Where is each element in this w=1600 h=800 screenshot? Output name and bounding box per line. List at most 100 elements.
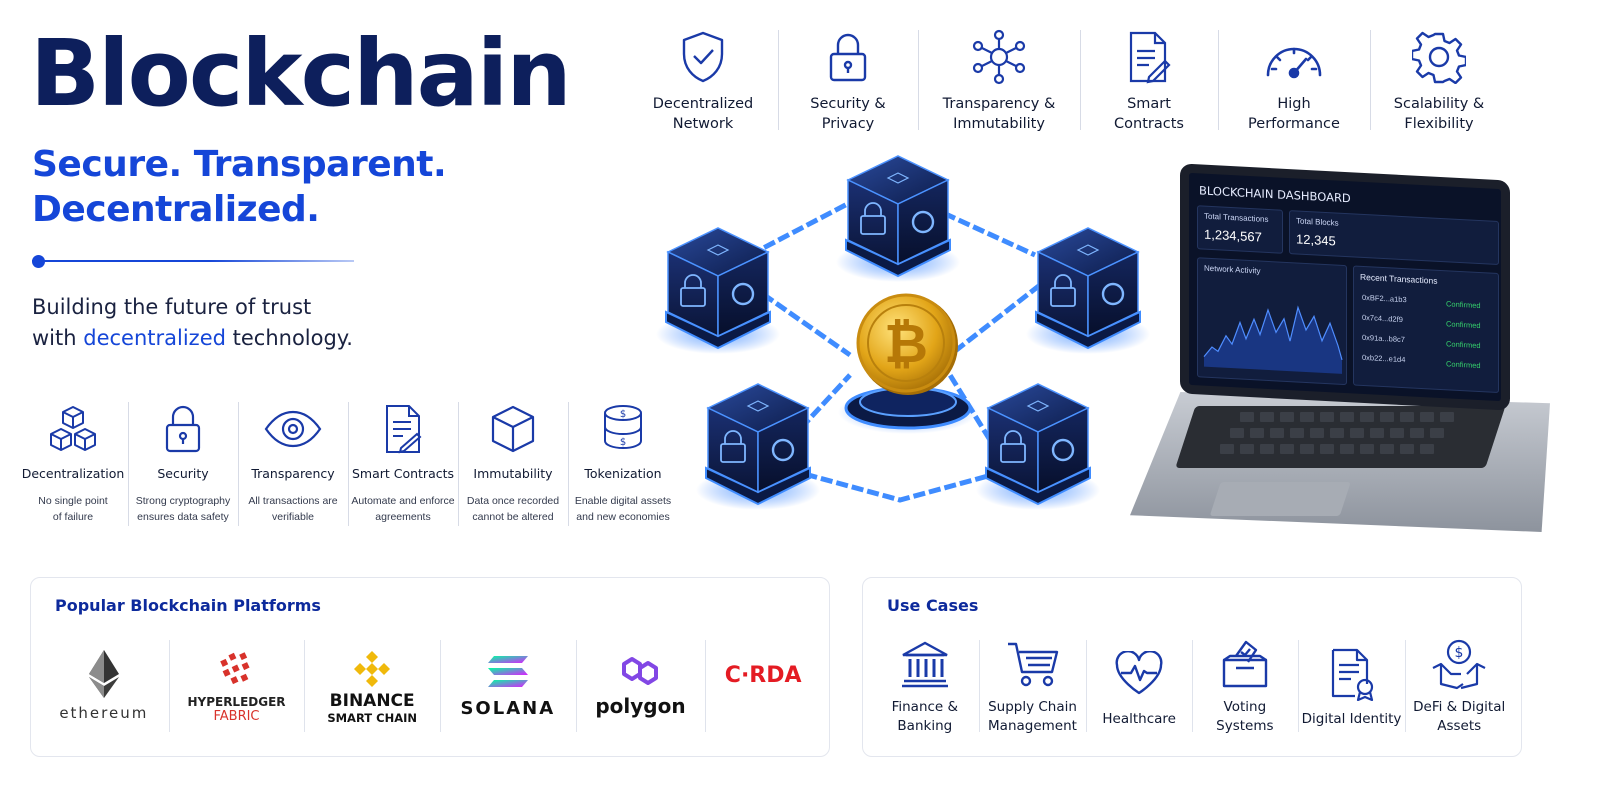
platforms-title: Popular Blockchain Platforms <box>55 596 321 615</box>
feature-desc-line1: Data once recorded <box>466 495 560 507</box>
use-case-label: Healthcare <box>1102 710 1176 729</box>
hero-divider <box>32 260 354 262</box>
svg-text:$: $ <box>620 409 626 420</box>
use-case-healthcare[interactable]: Healthcare <box>1086 636 1192 736</box>
coin-stack-icon: $ $ <box>568 400 678 458</box>
recent-transactions-card: Recent Transactions 0xBF2...a1b3 Confirm… <box>1353 265 1499 394</box>
platform-hyperledger[interactable]: HYPERLEDGER FABRIC <box>168 636 305 736</box>
top-feature-transparency-immutability: Transparency &Immutability <box>918 22 1080 142</box>
label-line2: Management <box>988 718 1077 734</box>
label-line1: Digital Identity <box>1301 710 1402 727</box>
gear-icon <box>1370 22 1508 92</box>
label-line1: DeFi & Digital <box>1413 699 1506 715</box>
speedometer-icon <box>1218 22 1370 92</box>
label-line1: Finance & <box>891 699 959 715</box>
chain-link <box>748 197 857 258</box>
binance-logo <box>354 651 391 687</box>
feature-title: Decentralization <box>21 466 125 481</box>
hero-subtitle: Secure. Transparent. Decentralized. <box>32 142 447 232</box>
polygon-logo <box>622 657 659 685</box>
label-line1: Supply Chain <box>988 699 1077 715</box>
shield-check-icon <box>628 22 778 92</box>
laptop-screen: BLOCKCHAIN DASHBOARD Total Transactions … <box>1180 163 1510 411</box>
tx-hash: 0xb22...e1d4 <box>1362 352 1406 365</box>
blockchain-network-illustration: ₿ <box>654 154 1152 512</box>
feature-desc: Automate and enforce agreements <box>348 493 458 525</box>
tagline-line2: with decentralized technology. <box>32 323 353 354</box>
platform-corda[interactable]: C·RDA <box>705 636 821 736</box>
bank-icon <box>900 636 950 692</box>
use-cases-title: Use Cases <box>887 596 979 615</box>
label-line2: Performance <box>1248 116 1340 132</box>
label-line2: Systems <box>1216 718 1274 734</box>
tx-status: Confirmed <box>1446 319 1481 331</box>
label-line1: Decentralized <box>652 96 754 112</box>
feature-desc-line1: Automate and enforce <box>351 495 455 507</box>
feature-desc-line1: Enable digital assets <box>574 495 672 507</box>
feature-title: Immutability <box>473 466 553 481</box>
label-line2: Privacy <box>821 116 875 132</box>
chain-link <box>789 467 1011 503</box>
feature-desc-line2: of failure <box>52 511 94 523</box>
label-line1: Security & <box>810 96 886 112</box>
platform-ethereum[interactable]: ethereum <box>39 636 169 736</box>
use-case-digital-identity[interactable]: Digital Identity <box>1297 636 1406 736</box>
trackpad <box>1210 482 1350 516</box>
feature-desc-line2: cannot be altered <box>472 511 554 523</box>
feature-desc-line1: No single point <box>38 495 108 507</box>
polygon-wordmark: polygon <box>595 694 686 718</box>
corda-wordmark: C·RDA <box>724 662 802 688</box>
block-cube <box>834 154 962 284</box>
block-cube <box>974 382 1102 512</box>
top-feature-scalability-flexibility: Scalability &Flexibility <box>1370 22 1508 142</box>
feature-title: Smart Contracts <box>351 466 455 481</box>
platform-polygon[interactable]: polygon <box>575 636 706 736</box>
use-case-label: Finance &Banking <box>892 698 958 736</box>
feature-smart-contracts: Smart Contracts Automate and enforce agre… <box>348 400 458 530</box>
use-case-finance[interactable]: Finance &Banking <box>871 636 979 736</box>
feature-list: Decentralization No single point of failu… <box>18 400 678 530</box>
platform-solana[interactable]: SOLANA <box>439 636 576 736</box>
bitcoin-symbol: ₿ <box>884 312 928 375</box>
tx-hash: 0xBF2...a1b3 <box>1362 292 1407 305</box>
block-cube <box>694 382 822 512</box>
hand-coin-icon: $ <box>1431 636 1487 692</box>
label-line1: Transparency & <box>942 96 1056 112</box>
certificate-icon <box>1329 644 1375 704</box>
hero-subtitle-line2: Decentralized. <box>32 189 320 230</box>
cube-icon <box>458 400 568 458</box>
smart-chain-wordmark: SMART CHAIN <box>327 711 417 725</box>
laptop-dashboard: BLOCKCHAIN DASHBOARD Total Transactions … <box>1120 162 1570 562</box>
chain-link <box>948 283 1042 357</box>
platforms-panel: Popular Blockchain Platforms ethereum HY… <box>30 577 830 757</box>
bitcoin-coin: ₿ <box>838 293 978 434</box>
hero-title: Blockchain <box>30 20 572 127</box>
tx-status: Confirmed <box>1446 339 1481 351</box>
label-line1: Healthcare <box>1102 710 1176 727</box>
feature-desc-line2: ensures data safety <box>137 511 229 523</box>
network-nodes-icon <box>918 22 1080 92</box>
tx-hash: 0x91a...b8c7 <box>1362 332 1405 345</box>
feature-desc-line2: agreements <box>375 511 431 523</box>
platform-binance[interactable]: BINANCE SMART CHAIN <box>304 636 440 736</box>
feature-immutability: Immutability Data once recorded cannot be… <box>458 400 568 530</box>
binance-wordmark: BINANCE <box>329 691 415 711</box>
network-activity-label: Network Activity <box>1204 263 1261 276</box>
svg-text:$: $ <box>1455 645 1464 661</box>
feature-desc-line1: All transactions are <box>248 495 338 507</box>
